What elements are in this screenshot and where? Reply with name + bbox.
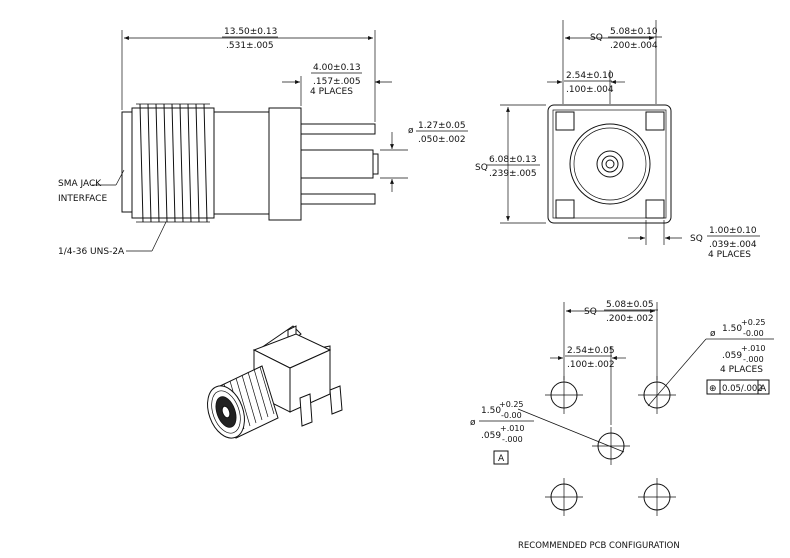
pin-diameter-inch: .050±.002 (418, 135, 466, 145)
pcb-caption: RECOMMENDED PCB CONFIGURATION (518, 541, 680, 551)
pcb-sq-inch: .200±.002 (606, 314, 654, 324)
hole-outer-note: 4 PLACES (720, 365, 763, 375)
hole-outer-inch-minus: -.000 (743, 355, 764, 364)
end-view: SQ 5.08±0.10 .200±.004 2.54±0.10 .100±.0… (475, 20, 760, 260)
hole-outer-plus: +0.25 (741, 318, 766, 327)
pcb-spacing-mm: 2.54±0.05 (567, 346, 615, 356)
end-sq-inch: .200±.004 (610, 41, 658, 51)
hole-center-inch: .059 (481, 431, 501, 441)
hole-outer-inch-plus: +.010 (741, 344, 766, 353)
pin-diameter-symbol: ø (408, 126, 414, 136)
label-sma-jack: SMA JACK (58, 179, 102, 189)
body-sq-prefix: SQ (475, 163, 488, 173)
hole-center-inch-minus: -.000 (502, 435, 523, 444)
end-spacing-inch: .100±.004 (566, 85, 614, 95)
hole-outer-mm: 1.50 (722, 324, 742, 334)
position-symbol: ⊕ (709, 384, 717, 394)
hole-outer-minus: -0.00 (743, 329, 764, 338)
end-sq-mm: 5.08±0.10 (610, 27, 658, 37)
post-sq-mm: 1.00±0.10 (709, 226, 757, 236)
post-length-mm: 4.00±0.13 (313, 63, 361, 73)
thread-lines (136, 103, 210, 223)
body-sq-inch: .239±.005 (489, 169, 537, 179)
label-thread: 1/4-36 UNS-2A (58, 247, 125, 257)
label-interface: INTERFACE (58, 194, 107, 204)
post-length-inch: .157±.005 (313, 77, 361, 87)
pcb-spacing-inch: .100±.002 (567, 360, 615, 370)
hole-center-mm: 1.50 (481, 406, 501, 416)
hole-outer-symbol: ø (710, 329, 716, 339)
pcb-layout: SQ 5.08±0.05 .200±.002 2.54±0.05 .100±.0… (470, 300, 774, 551)
overall-length-inch: .531±.005 (226, 41, 274, 51)
pcb-holes (545, 376, 676, 516)
body-sq-mm: 6.08±0.13 (489, 155, 537, 165)
end-spacing-mm: 2.54±0.10 (566, 71, 614, 81)
isometric-view (207, 325, 343, 439)
post-sq-note: 4 PLACES (708, 250, 751, 260)
hole-center-minus: -0.00 (501, 411, 522, 420)
datum-label: A (498, 454, 505, 464)
post-sq-prefix: SQ (690, 234, 703, 244)
overall-length-mm: 13.50±0.13 (224, 27, 277, 37)
pcb-sq-mm: 5.08±0.05 (606, 300, 654, 310)
pin-diameter-mm: 1.27±0.05 (418, 121, 466, 131)
hole-center-inch-plus: +.010 (500, 424, 525, 433)
position-datum: A (760, 384, 767, 394)
post-sq-inch: .039±.004 (709, 240, 757, 250)
hole-center-plus: +0.25 (499, 400, 524, 409)
hole-outer-inch: .059 (722, 351, 742, 361)
position-tolerance-frame: ⊕ 0.05/.002 A (706, 379, 770, 395)
pcb-sq-prefix: SQ (584, 307, 597, 317)
post-length-note: 4 PLACES (310, 87, 353, 97)
side-view: 13.50±0.13 .531±.005 4.00±0.13 .157±.005… (58, 27, 468, 257)
position-value: 0.05/.002 (722, 384, 763, 394)
hole-center-symbol: ø (470, 418, 476, 428)
end-sq-prefix: SQ (590, 33, 603, 43)
